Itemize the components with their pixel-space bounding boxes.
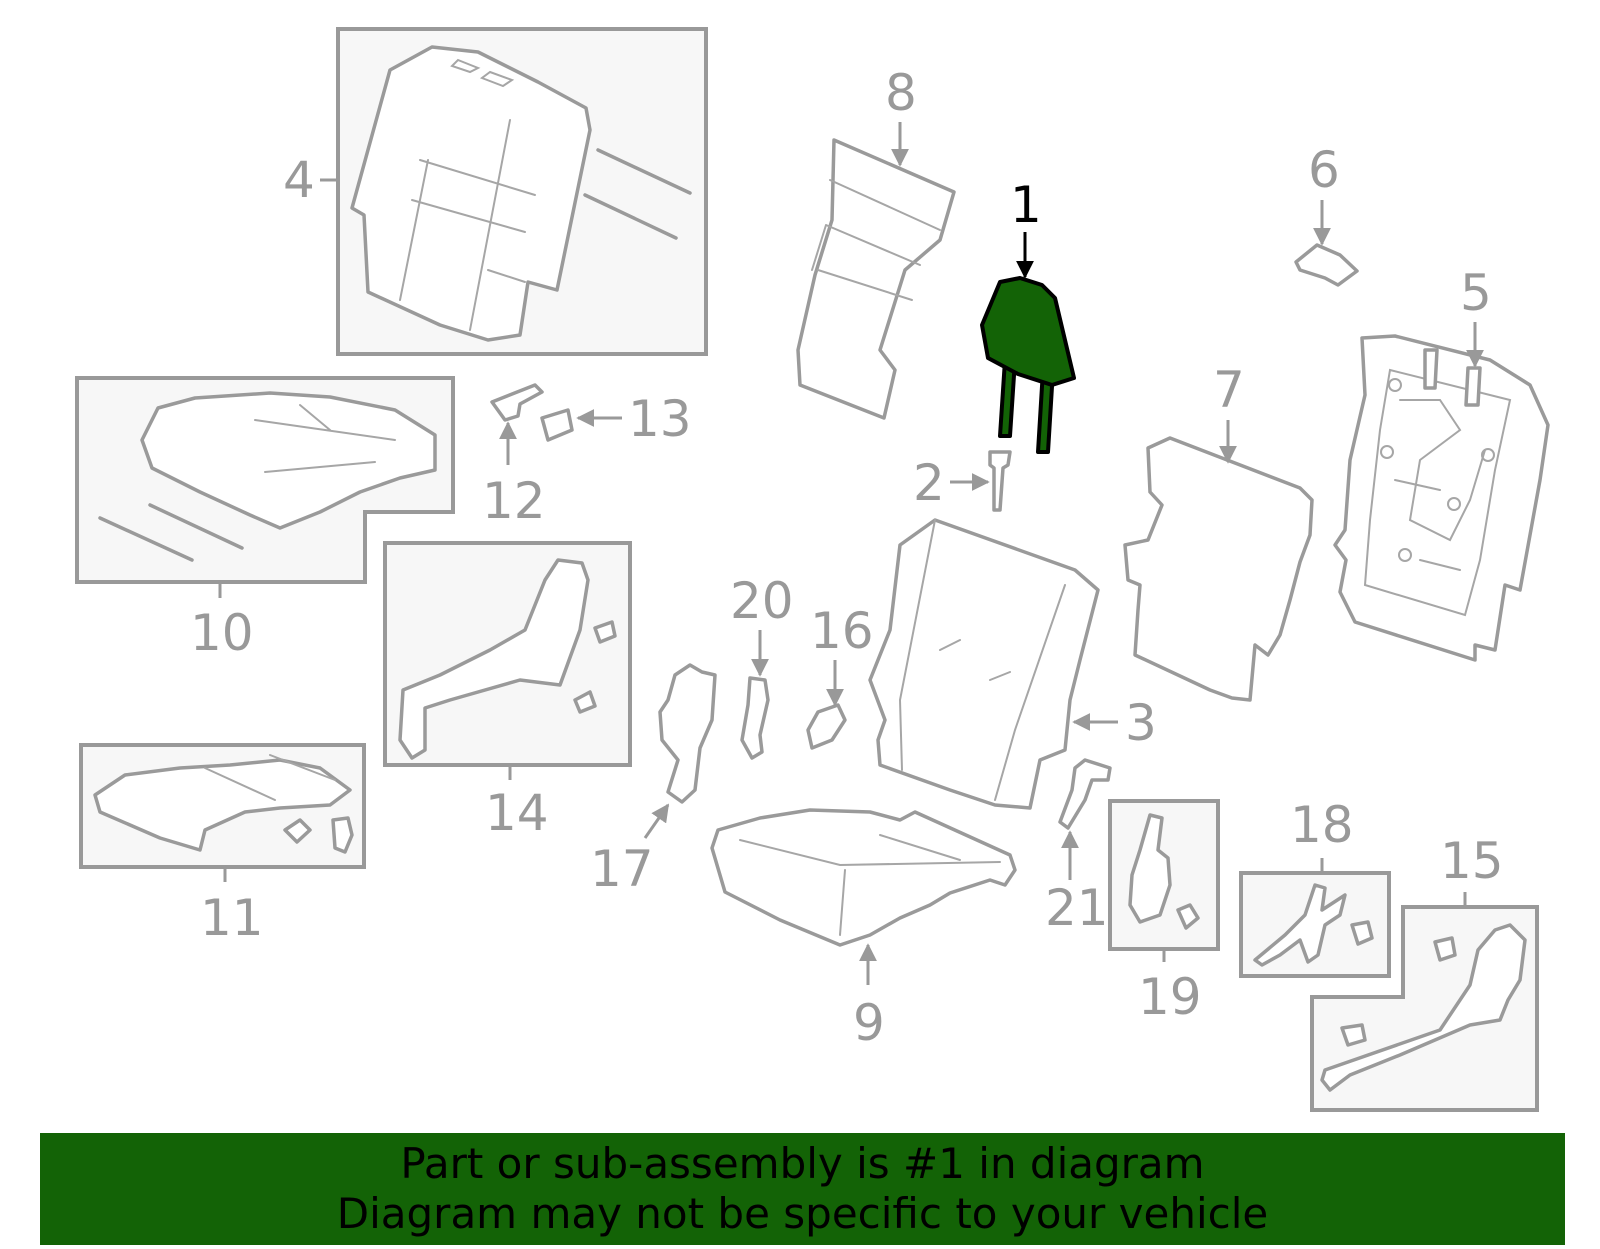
part-13-clip — [540, 408, 574, 442]
callout-2: 2 — [913, 454, 945, 512]
part-14-group: 14 — [383, 541, 632, 842]
callout-12: 12 — [482, 472, 546, 530]
callout-11: 11 — [200, 889, 264, 947]
part-1-group: 1 — [980, 176, 1076, 454]
part-15-clip-1 — [1433, 936, 1457, 962]
part-7-back-panel — [1123, 436, 1314, 702]
part-16-group: 16 — [806, 602, 874, 750]
part-14-clip-1 — [593, 620, 617, 644]
callout-9: 9 — [853, 994, 885, 1052]
part-17-bracket — [658, 663, 717, 804]
part-4-wire-2 — [583, 193, 678, 240]
callout-14: 14 — [485, 784, 549, 842]
part-18-clip — [1350, 920, 1374, 946]
part-11-clip-2 — [331, 816, 354, 854]
callout-15: 15 — [1440, 832, 1504, 890]
part-5-group: 5 — [1333, 264, 1550, 662]
part-10-cushion-pad — [140, 391, 437, 530]
part-2-headrest-guide — [988, 450, 1012, 512]
part-8-seatback-cover — [796, 138, 956, 420]
part-15-group: 15 — [1310, 832, 1539, 1112]
part-21-bracket — [1058, 758, 1112, 830]
part-3-seatback-assembly — [868, 518, 1100, 810]
callout-19: 19 — [1138, 968, 1202, 1026]
part-9-group: 9 — [710, 808, 1017, 1052]
callout-17: 17 — [590, 840, 654, 898]
part-11-group: 11 — [79, 743, 366, 947]
part-6-group: 6 — [1294, 141, 1359, 287]
part-19-clip — [1176, 903, 1200, 930]
banner-line-2: Diagram may not be specific to your vehi… — [336, 1189, 1269, 1238]
part-18-bracket — [1253, 883, 1347, 967]
callout-4: 4 — [283, 151, 315, 209]
callout-7: 7 — [1213, 361, 1245, 419]
part-11-cushion-cover — [93, 758, 352, 852]
part-16-cover — [806, 703, 847, 750]
part-4-seatback-pad-group: 4 — [283, 27, 708, 356]
part-15-side-trim — [1320, 923, 1527, 1092]
callout-13: 13 — [628, 390, 692, 448]
part-15-clip-2 — [1340, 1023, 1367, 1047]
callout-20: 20 — [730, 572, 794, 630]
part-21-group: 21 — [1045, 758, 1112, 937]
part-20-group: 20 — [730, 572, 794, 760]
part-6-cap — [1294, 243, 1359, 287]
part-14-side-trim — [398, 558, 590, 760]
part-19-bracket — [1128, 813, 1172, 924]
part-10-wire-2 — [148, 503, 244, 550]
part-13-group: 13 — [540, 390, 692, 448]
part-20-trim — [740, 676, 770, 760]
part-4-wire-1 — [596, 148, 692, 195]
part-4-seatback-pad — [350, 45, 592, 342]
info-banner: Part or sub-assembly is #1 in diagram Di… — [40, 1133, 1565, 1245]
part-14-clip-2 — [573, 690, 597, 714]
part-1-headrest — [980, 276, 1076, 387]
part-2-group: 2 — [913, 450, 1012, 512]
part-19-group: 19 — [1108, 799, 1220, 1026]
part-9-seat-cushion — [710, 808, 1017, 947]
part-8-group: 8 — [796, 64, 956, 420]
callout-16: 16 — [810, 602, 874, 660]
callout-5: 5 — [1460, 264, 1492, 322]
part-11-clip-1 — [283, 818, 312, 844]
callout-8: 8 — [885, 64, 917, 122]
callout-10: 10 — [190, 604, 254, 662]
callout-18: 18 — [1290, 796, 1354, 854]
banner-line-1: Part or sub-assembly is #1 in diagram — [400, 1139, 1205, 1188]
callout-1: 1 — [1010, 176, 1042, 234]
callout-6: 6 — [1308, 141, 1340, 199]
part-3-group: 3 — [868, 518, 1157, 810]
part-12-group: 12 — [482, 383, 546, 530]
part-7-group: 7 — [1123, 361, 1314, 702]
callout-3: 3 — [1125, 694, 1157, 752]
part-5-seatback-frame — [1333, 334, 1550, 662]
part-10-wire-1 — [98, 516, 194, 562]
part-10-group: 10 — [75, 376, 455, 662]
callout-21: 21 — [1045, 879, 1109, 937]
part-18-group: 18 — [1239, 796, 1391, 978]
part-12-hook — [490, 383, 544, 422]
part-17-group: 17 — [590, 663, 717, 898]
